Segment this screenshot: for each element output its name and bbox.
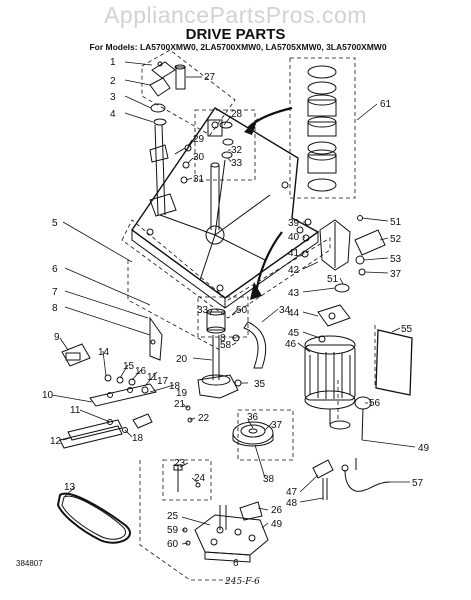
callout-c17: 17 (157, 376, 169, 387)
left-linkage-parts (59, 316, 163, 449)
leader-lines (51, 61, 416, 545)
callout-c27: 27 (204, 72, 216, 83)
callout-c7: 7 (52, 287, 58, 298)
callout-c33a: 33 (231, 158, 243, 169)
callout-c19: 19 (176, 388, 188, 399)
callout-c13: 13 (64, 482, 76, 493)
part-13-drive-belt (56, 492, 131, 544)
callout-c10: 10 (42, 390, 54, 401)
callout-c36: 36 (247, 412, 259, 423)
callout-c51b: 51 (327, 274, 339, 285)
callout-c53: 53 (390, 254, 402, 265)
callout-c14: 14 (98, 347, 110, 358)
callout-c9: 9 (54, 332, 60, 343)
callout-c15: 15 (123, 361, 135, 372)
callout-c8b: 8 (220, 333, 226, 344)
callout-c24: 24 (194, 473, 206, 484)
callout-c43: 43 (288, 288, 300, 299)
callout-c26: 26 (271, 505, 283, 516)
part-47-48-coupling (312, 459, 334, 500)
callout-c55: 55 (401, 324, 413, 335)
callout-c37a: 37 (390, 269, 402, 280)
callout-c35: 35 (254, 379, 266, 390)
part-27-cylinder (174, 64, 186, 90)
callout-c46: 46 (285, 339, 297, 350)
center-shaft-upper (174, 119, 234, 230)
callout-c30: 30 (193, 152, 205, 163)
callout-c33b: 33 (197, 305, 209, 316)
drive-pulley (232, 421, 274, 447)
callout-c16: 16 (135, 366, 147, 377)
gearcase (194, 501, 269, 563)
callout-c38: 38 (263, 474, 275, 485)
handwritten-note: 245-F-6 (224, 577, 260, 587)
callout-c4: 4 (110, 109, 116, 120)
callout-c39: 39 (288, 218, 300, 229)
callout-c49a: 49 (418, 443, 430, 454)
callout-c1: 1 (110, 57, 116, 68)
callout-c25: 25 (167, 511, 179, 522)
callout-c5: 5 (52, 218, 58, 229)
callout-c45: 45 (288, 328, 300, 339)
transmission-shaft (197, 308, 267, 399)
callout-c61: 61 (380, 99, 392, 110)
callout-c20: 20 (176, 354, 188, 365)
page-number: 6 (233, 558, 239, 569)
model-list: For Models: LA5700XMW0, 2LA5700XMW0, LA5… (89, 42, 387, 52)
callout-c22: 22 (198, 413, 210, 424)
callout-c47: 47 (286, 487, 298, 498)
callout-c28: 28 (231, 109, 243, 120)
upper-left-parts (149, 61, 177, 217)
callout-c44: 44 (288, 308, 300, 319)
page-title: DRIVE PARTS (185, 26, 286, 43)
callout-c11b: 11 (70, 405, 81, 416)
callout-c21: 21 (174, 399, 186, 410)
motor-assembly (304, 335, 372, 441)
callout-c31: 31 (193, 174, 205, 185)
callout-c51a: 51 (390, 217, 402, 228)
callout-c3: 3 (110, 92, 116, 103)
callout-c58: 58 (220, 340, 232, 351)
callout-c34: 34 (279, 305, 291, 316)
callout-c2: 2 (110, 76, 116, 87)
callout-c59: 59 (167, 525, 179, 536)
callout-c41: 41 (288, 248, 300, 259)
callout-c32: 32 (231, 145, 243, 156)
callout-c6: 6 (52, 264, 58, 275)
callout-c49b: 49 (271, 519, 283, 530)
pump-bracket-parts (301, 215, 386, 343)
callout-c52: 52 (390, 234, 402, 245)
callout-c42: 42 (288, 265, 300, 276)
part-57-harness (341, 458, 391, 492)
callout-c29: 29 (193, 134, 205, 145)
callout-c48: 48 (286, 498, 298, 509)
callout-c50: 50 (236, 305, 248, 316)
callout-c18a: 18 (169, 381, 181, 392)
callout-c56: 56 (369, 398, 381, 409)
arrow-head-upper (244, 118, 258, 135)
assembly-outlines (121, 49, 376, 581)
callout-c57: 57 (412, 478, 424, 489)
callout-c8: 8 (52, 303, 58, 314)
callout-c11a: 11 (147, 372, 158, 383)
document-number: 384807 (16, 559, 43, 568)
callout-c60: 60 (167, 539, 179, 550)
arrow-head-lower (250, 282, 262, 300)
callout-c23: 23 (174, 458, 186, 469)
callout-c37b: 37 (271, 420, 283, 431)
part-55-shield (375, 329, 413, 396)
part-61-seal-kit (307, 65, 337, 192)
callout-c40: 40 (288, 232, 300, 243)
callout-c18b: 18 (132, 433, 144, 444)
callout-c12: 12 (50, 436, 62, 447)
